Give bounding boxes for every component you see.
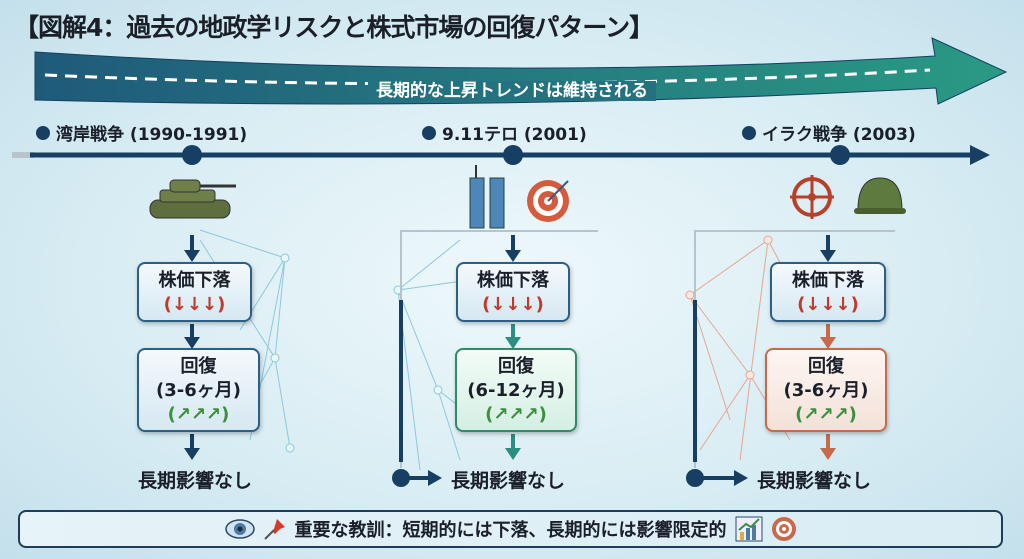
lesson-text: 重要な教訓：短期的には下落、長期的には影響限定的 [294, 520, 727, 541]
recovery-box: 回復(3-6ヶ月)(↗↗↗) [765, 348, 887, 432]
drop-box: 株価下落(↓↓↓) [456, 262, 570, 322]
page-title: 【図解4：過去の地政学リスクと株式市場の回復パターン】 [14, 13, 654, 42]
drop-box: 株価下落(↓↓↓) [770, 262, 886, 322]
chart-up-icon [735, 516, 762, 542]
pin-icon [263, 519, 285, 540]
recovery-box: 回復(3-6ヶ月)(↗↗↗) [137, 348, 260, 432]
bullet-icon [36, 125, 50, 140]
drop-box: 株価下落(↓↓↓) [137, 262, 252, 322]
eye-icon [224, 519, 255, 539]
timeline-dot [503, 145, 523, 165]
event-gulf-war: 湾岸戦争 (1990-1991) [36, 120, 247, 145]
crosshair-icon [790, 175, 834, 219]
lesson-banner: 重要な教訓：短期的には下落、長期的には影響限定的 [18, 510, 1003, 548]
event-iraq-war: イラク戦争 (2003) [742, 120, 916, 145]
trend-label: 長期的な上昇トレンドは維持される [0, 76, 1024, 101]
bullet-icon [742, 125, 756, 140]
target-icon [771, 517, 796, 541]
tank-icon [149, 179, 236, 219]
recovery-box: 回復(6-12ヶ月)(↗↗↗) [455, 348, 577, 432]
result-label: 長期影響なし [757, 470, 872, 492]
bullet-icon [422, 125, 436, 140]
event-911: 9.11テロ (2001) [422, 120, 587, 145]
target-icon [527, 180, 569, 222]
timeline-dot [182, 145, 202, 165]
twin-towers-icon [469, 165, 505, 229]
result-label: 長期影響なし [138, 470, 253, 492]
helmet-icon [854, 177, 906, 214]
result-label: 長期影響なし [451, 470, 566, 492]
trend-arrow [34, 37, 1008, 105]
timeline-dot [830, 145, 850, 165]
